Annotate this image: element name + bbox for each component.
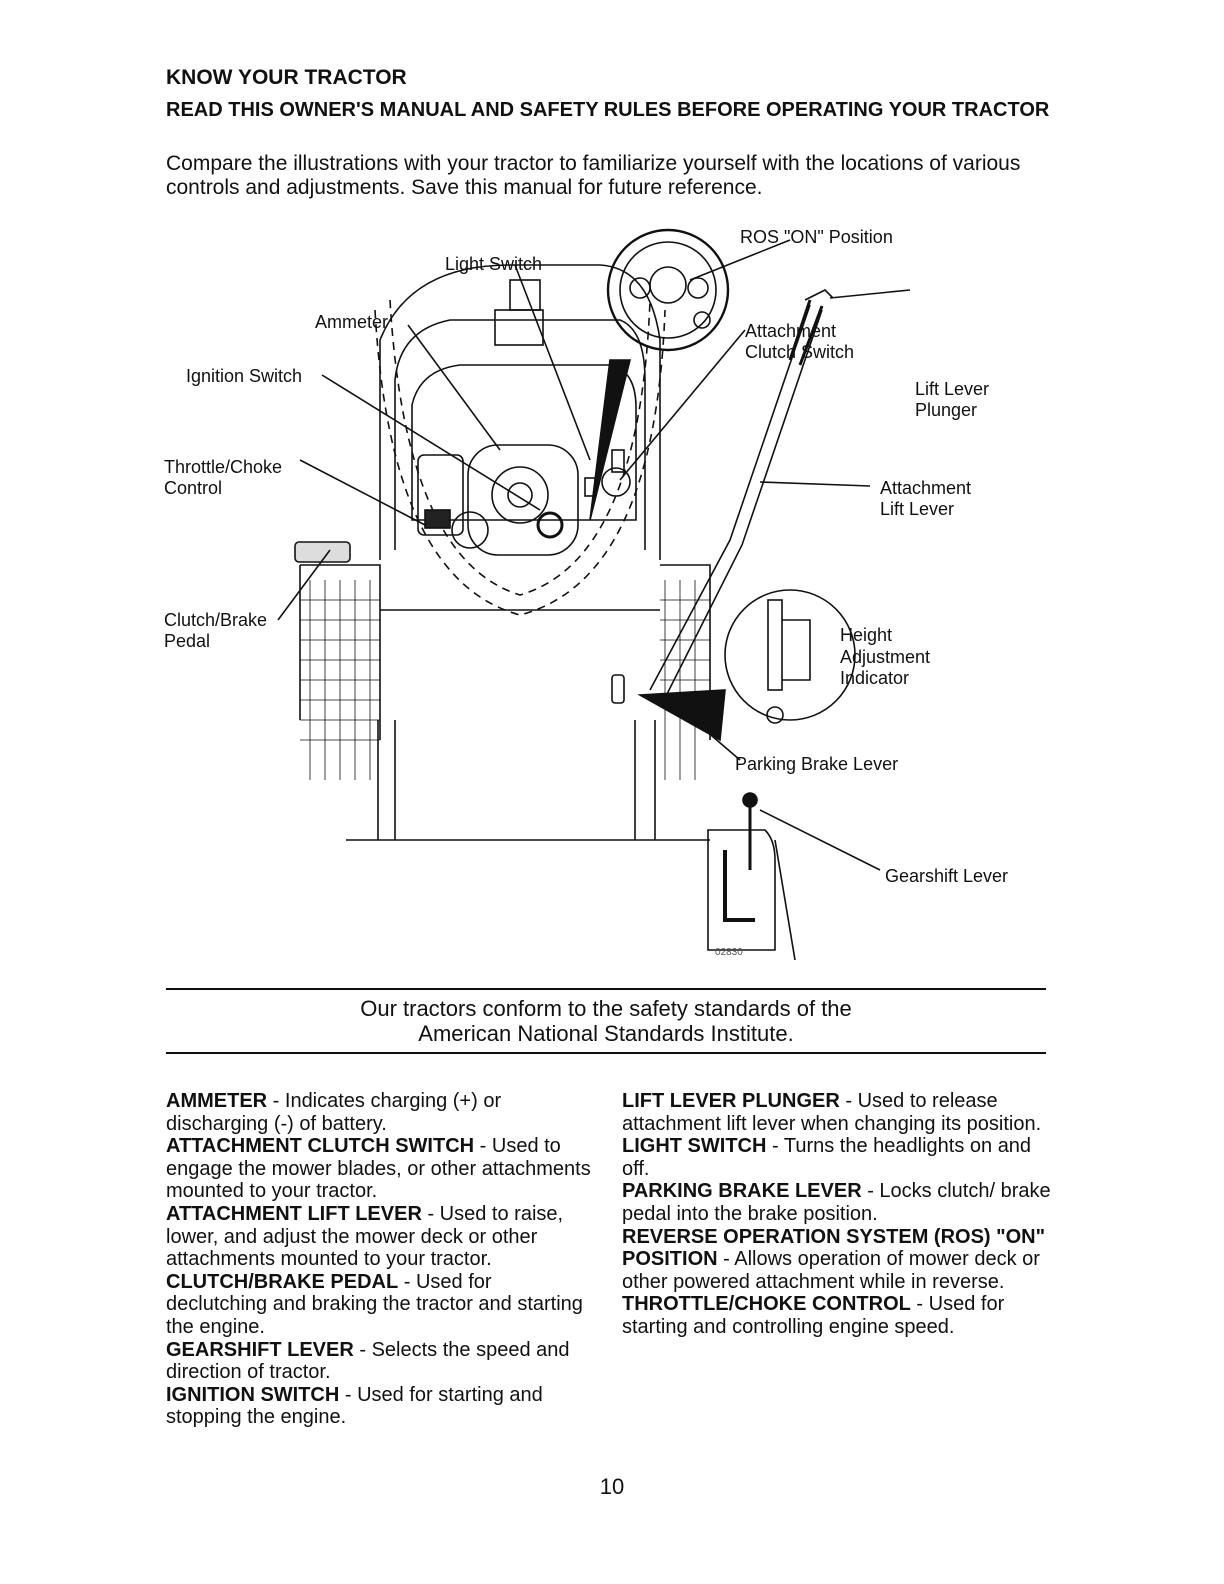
term: GEARSHIFT LEVER bbox=[166, 1338, 354, 1361]
term-text: - Allows operation of mower deck or othe… bbox=[622, 1248, 1040, 1293]
term: PARKING BRAKE LEVER bbox=[622, 1180, 862, 1203]
definition-ammeter: AMMETER - Indicates charging (+) or disc… bbox=[166, 1090, 594, 1135]
notice-line-1: Our tractors conform to the safety stand… bbox=[360, 996, 852, 1021]
label-ros-on-position: ROS "ON" Position bbox=[740, 227, 893, 247]
label-attachment-lift-1: Attachment bbox=[880, 478, 972, 498]
bottom-rule bbox=[166, 1052, 1046, 1054]
definitions-left-column: AMMETER - Indicates charging (+) or disc… bbox=[166, 1090, 594, 1429]
term-text: - Selects the speed and direction of tra… bbox=[166, 1338, 570, 1384]
top-rule bbox=[166, 988, 1046, 990]
term: LIFT LEVER PLUNGER bbox=[622, 1090, 840, 1112]
definition-parking-brake-lever: PARKING BRAKE LEVER - Locks clutch/ brak… bbox=[622, 1180, 1052, 1225]
definition-light-switch: LIGHT SWITCH - Turns the headlights on a… bbox=[622, 1135, 1052, 1180]
definition-attachment-clutch-switch: ATTACHMENT CLUTCH SWITCH - Used to engag… bbox=[166, 1135, 594, 1203]
label-clutch-brake-1: Clutch/Brake bbox=[164, 610, 268, 630]
page-title: KNOW YOUR TRACTOR bbox=[166, 66, 407, 89]
term: ATTACHMENT CLUTCH SWITCH bbox=[166, 1135, 475, 1158]
label-throttle-choke-2: Control bbox=[164, 478, 223, 498]
term-text: - Used for starting and stopping the eng… bbox=[166, 1383, 543, 1429]
label-parking-brake-lever: Parking Brake Lever bbox=[735, 754, 899, 774]
label-lift-lever-plunger-1: Lift Lever bbox=[915, 379, 990, 399]
definition-ignition-switch: IGNITION SWITCH - Used for starting and … bbox=[166, 1384, 594, 1429]
notice-line-2: American National Standards Institute. bbox=[418, 1021, 794, 1046]
label-attachment-clutch-2: Clutch Switch bbox=[745, 342, 855, 362]
definition-gearshift-lever: GEARSHIFT LEVER - Selects the speed and … bbox=[166, 1339, 594, 1384]
term: LIGHT SWITCH bbox=[622, 1135, 767, 1158]
term-text: - Indicates charging (+) or discharging … bbox=[166, 1090, 502, 1135]
term: IGNITION SWITCH bbox=[166, 1383, 340, 1406]
ansi-notice: Our tractors conform to the safety stand… bbox=[166, 996, 1046, 1046]
term: ATTACHMENT LIFT LEVER bbox=[166, 1202, 422, 1225]
term-text: - Locks clutch/ brake pedal into the bra… bbox=[622, 1180, 1051, 1225]
intro-paragraph: Compare the illustrations with your trac… bbox=[166, 152, 1021, 199]
term-text: - Used for declutching and braking the t… bbox=[166, 1270, 583, 1338]
label-ammeter: Ammeter bbox=[315, 312, 389, 332]
definition-throttle-choke-control: THROTTLE/CHOKE CONTROL - Used for starti… bbox=[622, 1293, 1052, 1338]
figure-code: 02830 bbox=[715, 947, 743, 958]
term-text: - Turns the headlights on and off. bbox=[622, 1135, 1032, 1180]
term: THROTTLE/CHOKE CONTROL bbox=[622, 1293, 911, 1316]
label-ignition-switch: Ignition Switch bbox=[186, 366, 303, 386]
tractor-illustration bbox=[277, 228, 911, 961]
definitions-right-column: LIFT LEVER PLUNGER - Used to release att… bbox=[622, 1090, 1052, 1339]
page-number: 10 bbox=[599, 1474, 625, 1499]
term-text: - Used to release attachment lift lever … bbox=[622, 1090, 1042, 1135]
term: CLUTCH/BRAKE PEDAL bbox=[166, 1270, 399, 1293]
label-attachment-lift-2: Lift Lever bbox=[880, 499, 955, 519]
definition-attachment-lift-lever: ATTACHMENT LIFT LEVER - Used to raise, l… bbox=[166, 1203, 594, 1271]
term-text: - Used for starting and controlling engi… bbox=[622, 1293, 1005, 1338]
label-clutch-brake-2: Pedal bbox=[164, 631, 211, 651]
tractor-controls-diagram: ROS "ON" Position Light Switch Ammeter I… bbox=[150, 220, 1050, 980]
definition-clutch-brake-pedal: CLUTCH/BRAKE PEDAL - Used for declutchin… bbox=[166, 1271, 594, 1339]
definition-ros-on-position: REVERSE OPERATION SYSTEM (ROS) "ON" POSI… bbox=[622, 1226, 1052, 1294]
label-gearshift-lever: Gearshift Lever bbox=[885, 866, 1009, 886]
definition-lift-lever-plunger: LIFT LEVER PLUNGER - Used to release att… bbox=[622, 1090, 1052, 1135]
label-height-1: Height bbox=[840, 625, 893, 645]
label-height-2: Adjustment bbox=[840, 647, 931, 667]
label-attachment-clutch-1: Attachment bbox=[745, 321, 837, 341]
term-text: - Used to raise, lower, and adjust the m… bbox=[166, 1202, 564, 1271]
term: AMMETER bbox=[166, 1090, 268, 1112]
safety-subtitle: READ THIS OWNER'S MANUAL AND SAFETY RULE… bbox=[166, 99, 1050, 121]
label-throttle-choke-1: Throttle/Choke bbox=[164, 457, 283, 477]
term: REVERSE OPERATION SYSTEM (ROS) "ON" POSI… bbox=[622, 1225, 1046, 1271]
term-text: - Used to engage the mower blades, or ot… bbox=[166, 1135, 591, 1203]
label-lift-lever-plunger-2: Plunger bbox=[915, 400, 978, 420]
label-light-switch: Light Switch bbox=[445, 254, 543, 274]
label-height-3: Indicator bbox=[840, 668, 910, 688]
